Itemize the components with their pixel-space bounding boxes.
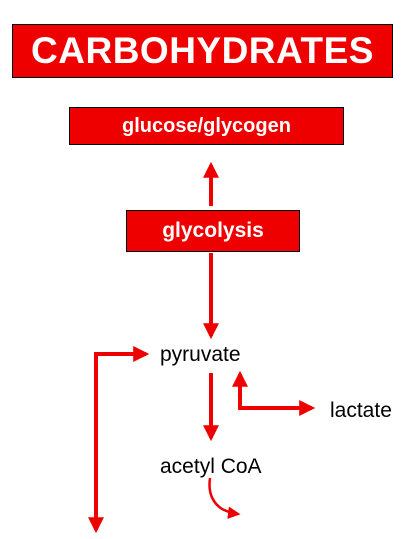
lactate-label: lactate [330, 399, 392, 422]
left-loop-arrow [88, 346, 150, 534]
glucose-glycogen-box: glucose/glycogen [69, 107, 344, 145]
pyruvate-label: pyruvate [160, 343, 241, 366]
lactate-pyruvate-arrow [232, 370, 316, 416]
glycolysis-box: glycolysis [126, 210, 300, 252]
carbohydrates-title: CARBOHYDRATES [12, 24, 393, 78]
acetyl-coa-label: acetyl CoA [160, 455, 262, 478]
acetyl-coa-curved-arrow [208, 477, 241, 519]
